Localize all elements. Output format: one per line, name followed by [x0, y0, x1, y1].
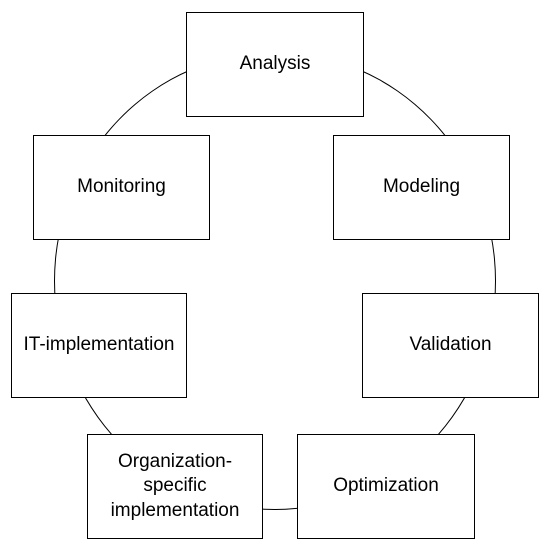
step-organization-specific-implementation-box: Organization- specific implementation — [87, 434, 263, 539]
step-organization-specific-implementation-label: Organization- specific implementation — [110, 451, 240, 521]
step-monitoring-label: Monitoring — [77, 176, 166, 198]
step-analysis-box: Analysis — [186, 12, 364, 117]
step-analysis-label: Analysis — [239, 53, 311, 75]
step-modeling-label: Modeling — [382, 176, 461, 198]
step-it-implementation-label: IT-implementation — [23, 334, 175, 356]
step-validation-box: Validation — [362, 293, 539, 398]
step-it-implementation-box: IT-implementation — [11, 293, 187, 398]
step-validation-label: Validation — [409, 334, 492, 356]
step-modeling-box: Modeling — [333, 135, 510, 240]
step-monitoring-box: Monitoring — [33, 135, 210, 240]
step-optimization-label: Optimization — [333, 475, 439, 497]
step-optimization-box: Optimization — [297, 434, 475, 539]
